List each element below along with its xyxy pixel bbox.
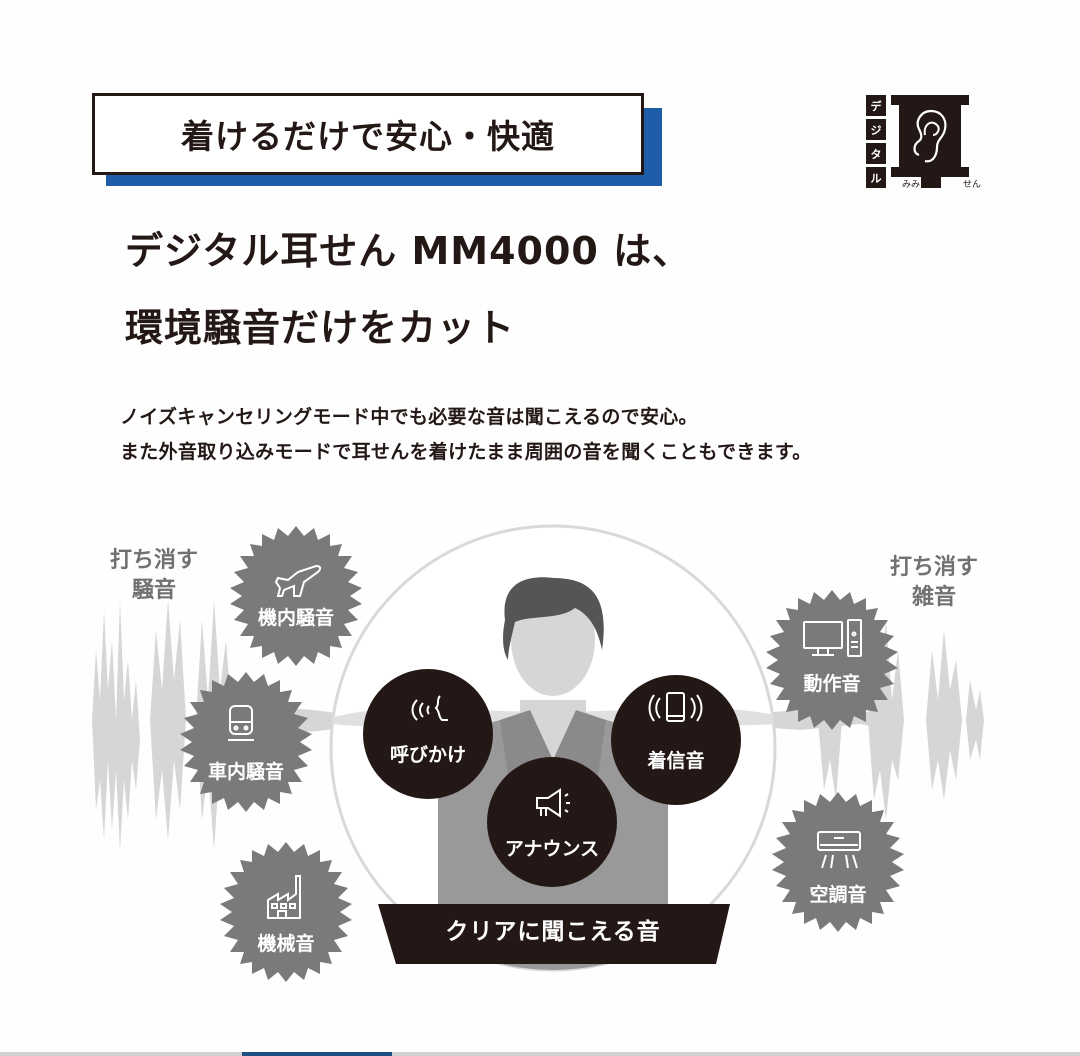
heading-box: 着けるだけで安心・快適 xyxy=(92,93,644,175)
logo-char: ジ xyxy=(866,119,886,140)
logo-caption-left: みみ xyxy=(902,180,921,190)
side-label-line: 雑音 xyxy=(911,585,956,610)
noise-badge-operation: 動作音 xyxy=(803,673,861,695)
train-icon xyxy=(228,705,254,741)
bottom-scroll-indicator[interactable] xyxy=(242,1052,392,1056)
megaphone-icon xyxy=(536,788,570,818)
bottom-scroll-track xyxy=(0,1052,1080,1056)
heading-text: 着けるだけで安心・快適 xyxy=(181,117,555,156)
logo-caption-right: せん xyxy=(963,180,982,190)
computer-icon xyxy=(803,619,862,657)
noise-badge-cabin: 機内騒音 xyxy=(257,607,334,629)
cancelled-noise-label-left: 打ち消す 騒音 xyxy=(100,546,208,606)
clear-sound-banner: クリアに聞こえる音 xyxy=(445,919,661,945)
side-label-line: 騒音 xyxy=(131,578,176,603)
phone-ring-icon xyxy=(648,692,703,722)
ear-icon xyxy=(891,95,969,188)
description-line2: また外音取り込みモードで耳せんを着けたまま周囲の音を聞くこともできます。 xyxy=(120,441,812,463)
logo-char: ル xyxy=(866,167,886,188)
logo-char: タ xyxy=(866,143,886,164)
factory-icon xyxy=(267,875,301,919)
clear-sound-banner-bg xyxy=(378,904,730,964)
noise-badge-train: 車内騒音 xyxy=(207,761,284,783)
description-line1: ノイズキャンセリングモード中でも必要な音は聞こえるので安心。 xyxy=(120,406,698,428)
clear-sound-call: 呼びかけ xyxy=(389,744,466,766)
digital-earplug-logo: デ ジ タ ル みみ せん xyxy=(866,95,996,195)
logo-vertical-text: デ ジ タ ル xyxy=(866,95,886,191)
voice-call-icon xyxy=(411,695,448,721)
air-conditioner-icon xyxy=(817,831,861,869)
side-label-line: 打ち消す xyxy=(109,548,198,573)
page-title-line2: 環境騒音だけをカット xyxy=(125,306,516,350)
cancelled-noise-label-right: 打ち消す 雑音 xyxy=(880,553,988,613)
page-title-line1: デジタル耳せん MM4000 は、 xyxy=(125,229,692,273)
noise-badge-machine: 機械音 xyxy=(257,933,315,955)
noise-badge-aircon: 空調音 xyxy=(809,884,867,906)
side-label-line: 打ち消す xyxy=(889,555,978,580)
airplane-icon xyxy=(274,564,322,597)
clear-sound-announce: アナウンス xyxy=(504,838,600,860)
logo-char: デ xyxy=(866,95,886,116)
clear-sound-ringtone: 着信音 xyxy=(647,750,705,772)
